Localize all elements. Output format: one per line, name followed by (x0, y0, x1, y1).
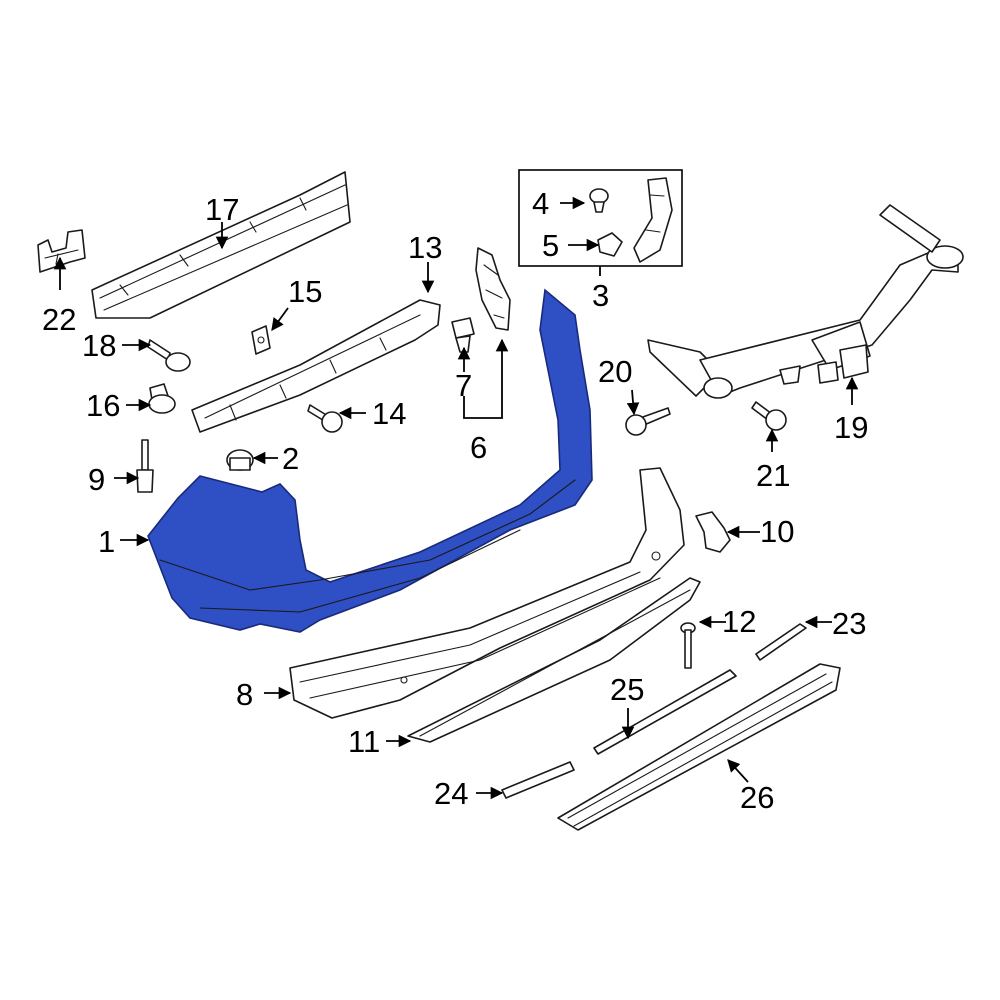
part-11-trim-strip[interactable] (407, 577, 701, 743)
callout-15: 15 (288, 274, 322, 309)
callout-18: 18 (82, 328, 116, 363)
part-16-push-pin[interactable] (148, 383, 176, 414)
callout-7: 7 (455, 368, 472, 403)
part-6-bracket[interactable] (475, 247, 511, 331)
callout-24: 24 (434, 776, 468, 811)
part-2-nut[interactable] (226, 449, 254, 471)
callout-23: 23 (832, 606, 866, 641)
part-21-bolt[interactable] (751, 401, 787, 431)
callout-3: 3 (592, 278, 609, 313)
part-12-rivet[interactable] (680, 622, 696, 669)
part-3-bracket[interactable] (633, 177, 673, 263)
part-10-bracket[interactable] (695, 511, 731, 553)
callout-14: 14 (372, 396, 406, 431)
part-24-molding[interactable] (501, 761, 575, 799)
part-4-screw[interactable] (589, 188, 609, 213)
leader-lines (53, 196, 859, 800)
part-1-bumper-cover[interactable] (147, 288, 593, 633)
callout-22: 22 (42, 302, 76, 337)
part-18-bolt[interactable] (147, 339, 191, 372)
callout-19: 19 (834, 410, 868, 445)
callout-25: 25 (610, 672, 644, 707)
callout-26: 26 (740, 780, 774, 815)
callout-12: 12 (722, 604, 756, 639)
part-13-energy-absorber[interactable] (191, 299, 441, 433)
callout-9: 9 (88, 462, 105, 497)
part-5-clip[interactable] (597, 232, 623, 257)
part-14-bolt[interactable] (307, 404, 343, 433)
part-20-bolt[interactable] (625, 407, 671, 436)
callout-1: 1 (98, 524, 115, 559)
callout-5: 5 (542, 228, 559, 263)
part-7-retainer[interactable] (451, 317, 475, 353)
callout-8: 8 (236, 677, 253, 712)
callout-20: 20 (598, 354, 632, 389)
callout-10: 10 (760, 514, 794, 549)
part-15-clip[interactable] (251, 325, 271, 355)
part-23-molding[interactable] (755, 623, 807, 661)
part-9-rivet[interactable] (136, 439, 154, 493)
callout-11: 11 (348, 724, 380, 759)
callout-17: 17 (205, 192, 239, 227)
part-22-bracket[interactable] (37, 229, 86, 273)
part-8-lower-valance[interactable] (289, 467, 685, 719)
callout-2: 2 (282, 441, 299, 476)
callout-6: 6 (470, 430, 487, 465)
callout-21: 21 (756, 458, 790, 493)
callout-16: 16 (86, 388, 120, 423)
callout-4: 4 (532, 186, 549, 221)
callout-13: 13 (408, 230, 442, 265)
part-26-step-pad[interactable] (557, 663, 841, 831)
callout-labels: 17 22 18 15 13 16 14 2 9 1 7 6 4 5 3 20 … (42, 186, 868, 815)
part-19-tow-hitch[interactable] (647, 204, 964, 399)
part-group-3-box (518, 169, 683, 276)
